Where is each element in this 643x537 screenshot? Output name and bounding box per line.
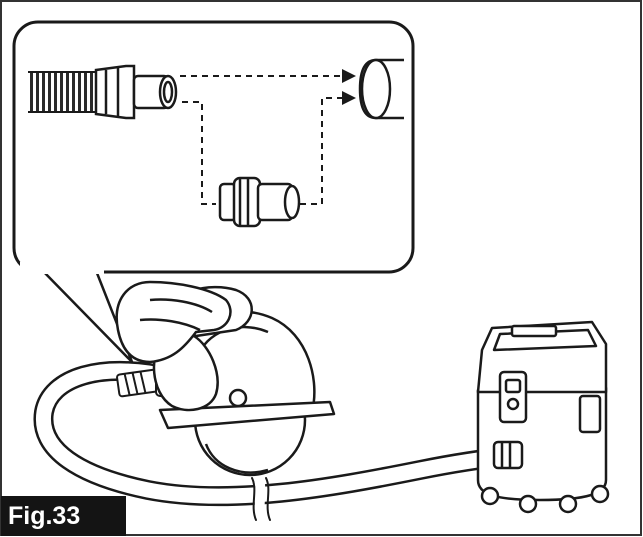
arrow-lower <box>342 91 356 105</box>
hose-detail <box>28 71 100 113</box>
circular-saw <box>115 280 336 477</box>
hose-cuff-detail <box>94 64 178 120</box>
arrow-upper <box>342 69 356 83</box>
figure-label: Fig.33 <box>1 496 126 536</box>
dust-extractor <box>476 320 610 514</box>
vacuum-hose <box>33 361 520 525</box>
detail-callout-box <box>12 20 415 274</box>
dust-port-detail <box>358 58 404 120</box>
adapter-detail <box>218 176 301 228</box>
connection-guide-lines <box>180 75 342 205</box>
